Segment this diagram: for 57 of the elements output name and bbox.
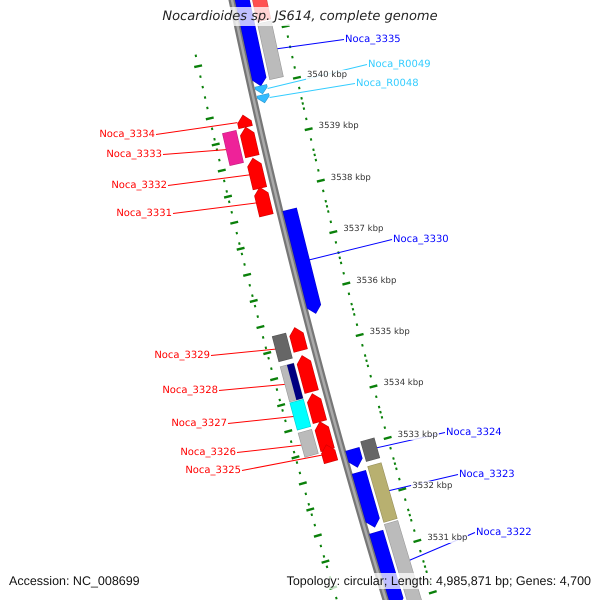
gene-bar (360, 437, 380, 462)
gene-feature (289, 327, 308, 353)
gene-label: Noca_3327 (171, 418, 227, 429)
gene-bar (272, 332, 293, 362)
gene-label: Noca_R0048 (356, 78, 419, 89)
gene-label: Noca_3332 (111, 180, 167, 191)
leader-line (308, 239, 392, 260)
scale-label: 3535 kbp (368, 327, 411, 337)
gene-feature (254, 186, 274, 218)
leader-line (210, 348, 276, 356)
scale-label: 3540 kbp (306, 70, 348, 80)
gene-label: Noca_3335 (345, 34, 401, 45)
leader-line (228, 416, 294, 424)
scale-label: 3537 kbp (342, 224, 384, 234)
leader-line (269, 83, 356, 98)
gene-label: Noca_3333 (106, 149, 162, 160)
gene-bar (222, 130, 244, 166)
leader-line (242, 454, 322, 471)
gene-label: Noca_3326 (180, 447, 236, 458)
gene-bar (290, 398, 312, 430)
scale-label: 3533 kbp (396, 430, 439, 440)
gene-feature (254, 84, 268, 94)
gene-label: Noca_3328 (162, 385, 218, 396)
gene-feature (296, 355, 319, 394)
gene-label: Noca_3325 (185, 465, 241, 476)
gene-feature (352, 470, 380, 528)
leader-line (276, 39, 344, 50)
scale-label: 3539 kbp (318, 121, 360, 132)
scale-label: 3534 kbp (382, 378, 425, 388)
leader-line (168, 174, 250, 186)
gene-feature (282, 208, 322, 314)
gene-feature (307, 393, 327, 424)
gene-label: Noca_3331 (116, 208, 172, 219)
scale-label: 3531 kbp (426, 532, 468, 543)
gene-label: Noca_3322 (476, 527, 532, 538)
gene-feature (237, 114, 253, 130)
gene-feature (314, 421, 335, 452)
gene-label: Noca_3329 (154, 350, 210, 361)
leader-line (236, 444, 302, 453)
gene-feature (345, 447, 363, 468)
scale-label: 3536 kbp (355, 276, 398, 286)
gene-feature (247, 158, 268, 190)
gene-bar (367, 462, 398, 523)
gene-label: Noca_3334 (99, 129, 155, 140)
leader-line (162, 149, 227, 155)
gene-label: Noca_3324 (446, 427, 502, 438)
gene-label: Noca_R0049 (368, 59, 431, 70)
leader-line (156, 122, 238, 135)
leader-line (172, 202, 257, 214)
scale-label: 3538 kbp (330, 172, 372, 183)
gene-feature (256, 93, 270, 104)
gene-label: Noca_3323 (459, 469, 515, 480)
gene-label: Noca_3330 (393, 234, 449, 245)
leader-line (218, 384, 286, 391)
gene-bar (298, 429, 319, 458)
scale-label: 3532 kbp (411, 481, 454, 492)
gene-feature (321, 444, 338, 464)
